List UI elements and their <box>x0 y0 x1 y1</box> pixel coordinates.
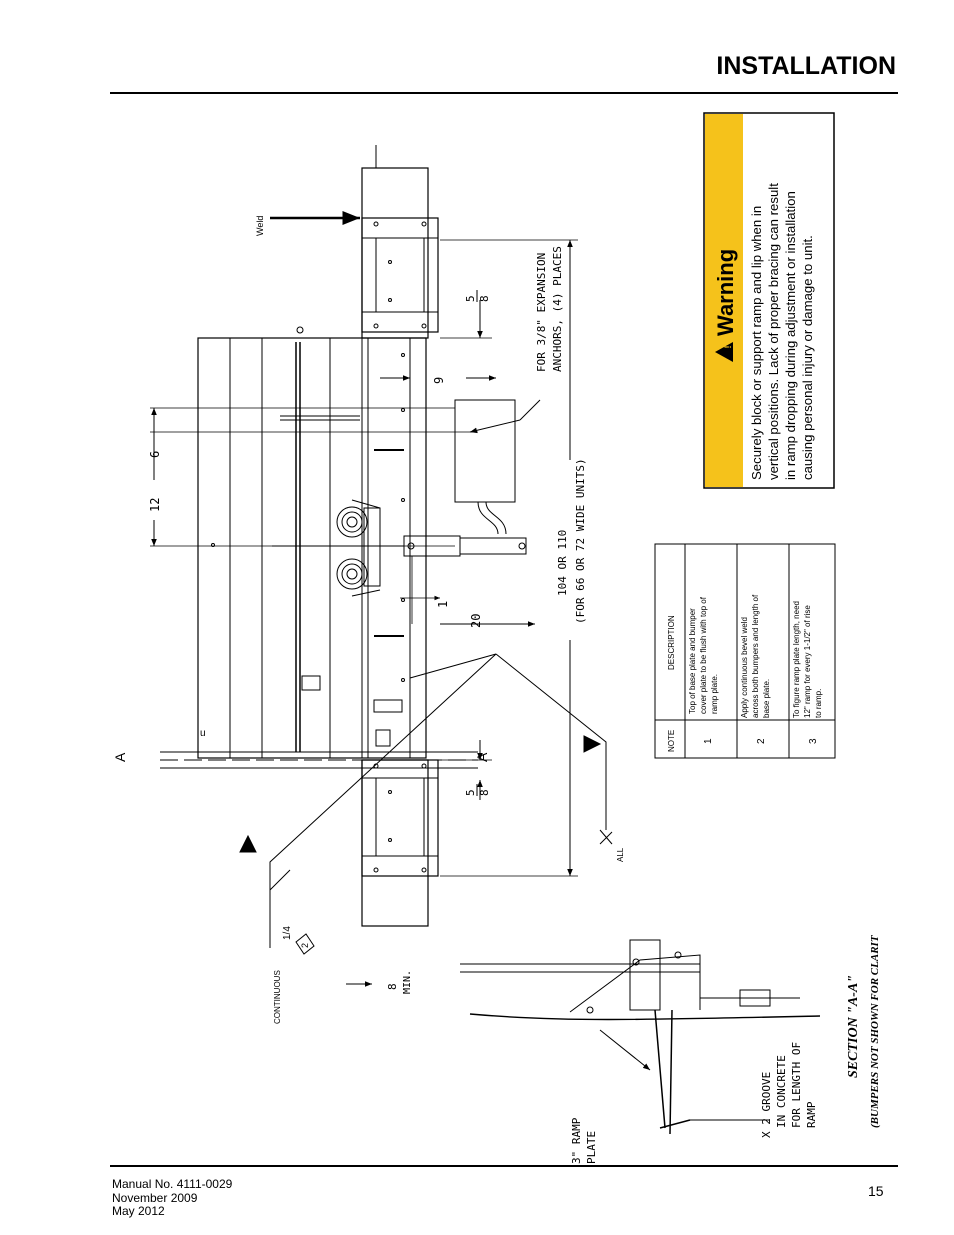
dim-12: 12 <box>148 498 162 512</box>
ramp-plate-label: 3" RAMP <box>570 1117 583 1164</box>
section-a-a-view <box>460 939 821 1135</box>
min-8-label: 8 <box>386 983 399 990</box>
note-text: ramp plate. <box>710 674 719 714</box>
manual-number: Manual No. 4111-0029 <box>112 1177 233 1191</box>
notes-table: NOTE DESCRIPTION 1 Top of base plate and… <box>654 543 836 759</box>
section-marker-right: A <box>474 752 490 762</box>
note-text: to ramp. <box>814 689 823 718</box>
warning-banner <box>705 114 743 487</box>
note-number: 1 <box>703 738 714 744</box>
dim-20: 20 <box>469 614 483 628</box>
svg-text:u: u <box>200 728 206 739</box>
dim-8-top: 8 <box>478 295 491 302</box>
anchor-label: ANCHORS, (4) PLACES <box>551 246 564 372</box>
all-label: ALL <box>616 847 625 862</box>
page-number: 15 <box>868 1183 884 1199</box>
footer-info: Manual No. 4111-0029 November 2009 May 2… <box>112 1177 233 1219</box>
note-text: across both bumpers and length of <box>751 594 760 718</box>
warning-heading: Warning <box>713 249 738 336</box>
note-number: 3 <box>808 738 819 744</box>
svg-text:!: ! <box>723 346 733 349</box>
min-label: MIN. <box>402 970 413 994</box>
revision-date: November 2009 <box>112 1190 198 1205</box>
drawing-labels: Weld FOR 3/8" EXPANSION ANCHORS, (4) PLA… <box>112 216 881 1164</box>
dim-6: 6 <box>148 451 162 458</box>
continuous-label: CONTINUOUS <box>273 970 282 1024</box>
warning-line: Securely block or support ramp and lip w… <box>749 206 764 480</box>
dim-9: 9 <box>432 377 446 384</box>
note-text: base plate. <box>762 679 771 718</box>
groove-label: RAMP <box>805 1101 818 1128</box>
note-text: To figure ramp plate length, need <box>792 601 801 718</box>
header-rule <box>110 92 898 94</box>
warning-line: causing personal injury or damage to uni… <box>800 235 815 480</box>
warning-line: vertical positions. Lack of proper braci… <box>766 183 781 480</box>
dim-8-bottom: 8 <box>478 789 491 796</box>
warning-line: in ramp dropping during adjustment or in… <box>783 191 798 480</box>
dim-5-bottom: 5 <box>464 789 477 796</box>
notes-header-note: NOTE <box>667 730 676 752</box>
warning-triangle-icon <box>715 342 733 362</box>
footer-rule <box>110 1165 898 1167</box>
note-text: 12" ramp for every 1-1/2" of rise <box>803 605 812 718</box>
section-marker-left: A <box>112 752 128 762</box>
section-title: SECTION "A-A" <box>846 975 861 1078</box>
anchor-label: FOR 3/8" EXPANSION <box>535 253 548 372</box>
ramp-plate-label: PLATE <box>585 1131 598 1164</box>
warning-box: ! Warning Securely block or support ramp… <box>703 112 835 489</box>
groove-label: FOR LENGTH OF <box>790 1042 803 1128</box>
groove-label: X 2 GROOVE <box>760 1072 773 1138</box>
leveler-plan-view: u <box>160 145 527 927</box>
revision-date: May 2012 <box>112 1204 165 1218</box>
dim-5-top: 5 <box>464 295 477 302</box>
weld-label: Weld <box>255 216 265 236</box>
note-text: Top of base plate and bumper <box>688 608 697 714</box>
section-subtitle: (BUMPERS NOT SHOWN FOR CLARIT <box>869 934 881 1128</box>
weld-size-label: 1/4 <box>282 926 293 940</box>
weld-note-label: 2 <box>300 943 310 948</box>
groove-label: IN CONCRETE <box>775 1055 788 1128</box>
note-text: cover plate to be flush with top of <box>699 596 708 714</box>
width-label: 104 OR 110 <box>556 530 569 596</box>
dim-1: 1 <box>436 601 450 608</box>
notes-header-description: DESCRIPTION <box>667 615 676 670</box>
page-title: INSTALLATION <box>716 52 896 80</box>
note-text: Apply continuous bevel weld <box>740 617 749 718</box>
dimensions <box>150 211 613 987</box>
width-label: (FOR 66 OR 72 WIDE UNITS) <box>574 458 587 624</box>
note-number: 2 <box>756 738 767 744</box>
